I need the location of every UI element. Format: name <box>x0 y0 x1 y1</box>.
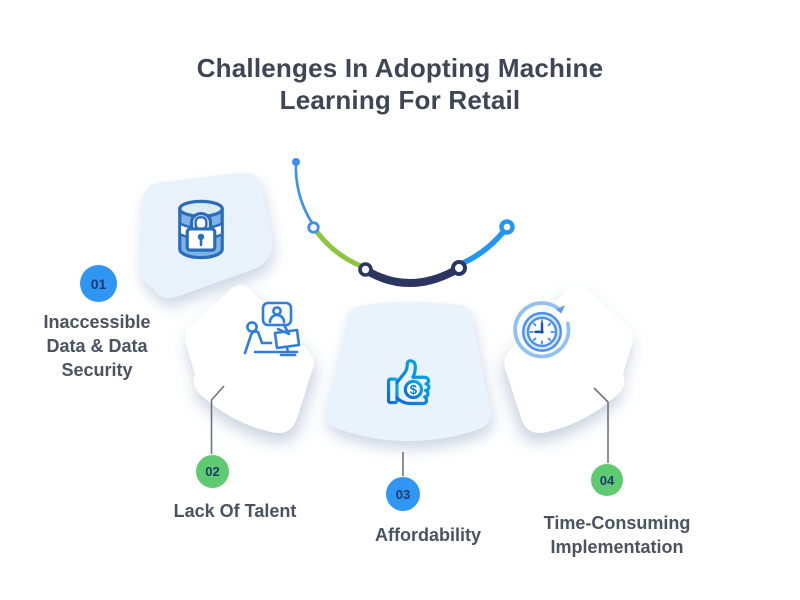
arc-node-3 <box>451 260 467 276</box>
arc-segment-navy <box>367 267 458 287</box>
petal-card-3 <box>325 301 491 442</box>
arc-segment-green <box>314 229 364 269</box>
petal-card-4 <box>504 284 634 434</box>
database-lock-icon <box>178 199 224 260</box>
arc-segment-thin-blue <box>294 160 314 225</box>
label-item-4: Time-Consuming Implementation <box>543 513 691 557</box>
petal-card-2 <box>184 284 314 434</box>
arc-node-end <box>499 219 515 235</box>
badge-03: 03 <box>386 477 420 511</box>
clock-refresh-icon <box>513 301 571 359</box>
person-computer-icon <box>243 301 301 357</box>
badge-02-number: 02 <box>205 464 220 479</box>
badge-03-number: 03 <box>395 486 411 502</box>
connector-lines <box>210 385 609 476</box>
label-item-2: Lack Of Talent <box>173 501 297 521</box>
badge-04-number: 04 <box>599 472 615 488</box>
badge-02: 02 <box>196 455 229 488</box>
connector-item-4 <box>593 387 609 463</box>
dollar-symbol: $ <box>410 382 418 397</box>
label-item-3: Affordability <box>375 525 481 545</box>
thumbs-up-dollar-icon: $ <box>386 359 431 406</box>
arc-segment-bright-blue <box>460 228 507 266</box>
connector-item-2 <box>210 385 225 454</box>
infographic-title: Challenges In Adopting Machine Learning … <box>196 53 604 115</box>
badge-04: 04 <box>591 464 623 496</box>
arc-node-1 <box>307 221 320 234</box>
arc-node-start-dot <box>292 158 300 166</box>
progress-arc <box>292 158 515 287</box>
label-item-1: Inaccessible Data & Data Security <box>43 312 151 380</box>
badge-01-number: 01 <box>90 275 107 292</box>
badge-01: 01 <box>80 265 117 302</box>
arc-node-2 <box>358 262 373 277</box>
